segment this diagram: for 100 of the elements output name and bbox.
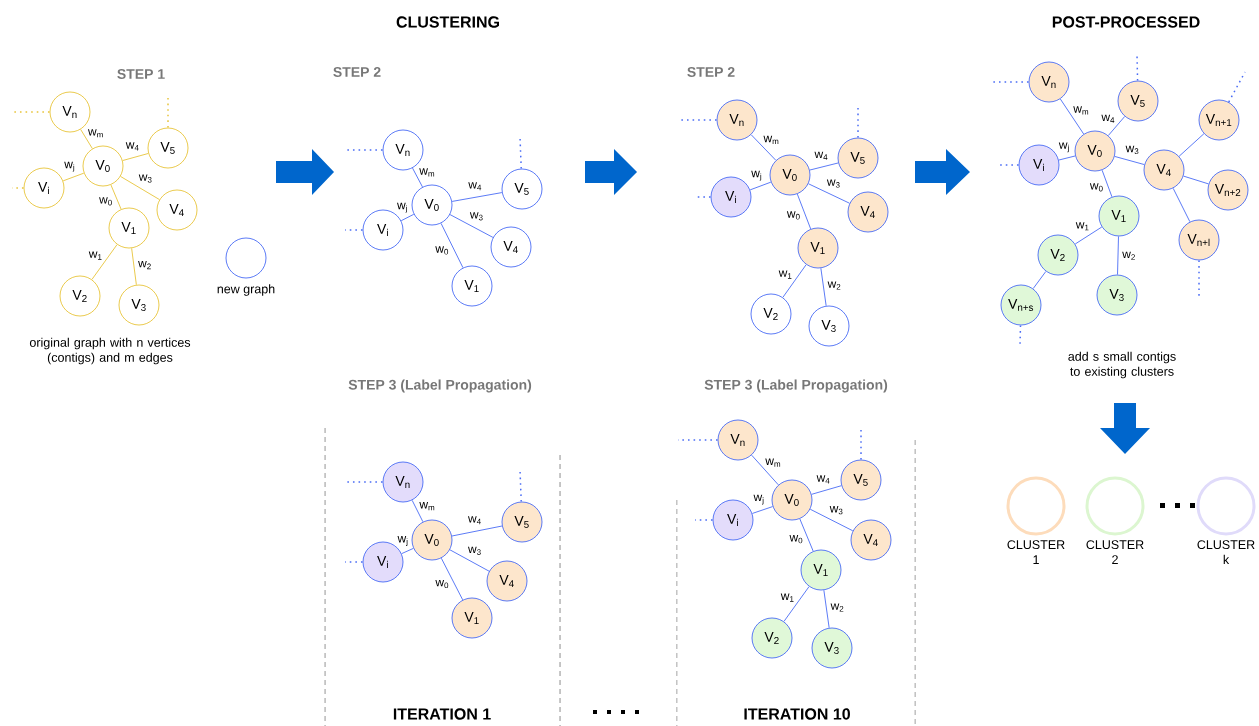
edge-label: w$_{m}$ bbox=[419, 502, 435, 511]
dotted-edge bbox=[857, 105, 859, 139]
edge-label: w$_{j}$ bbox=[64, 161, 75, 172]
graph-edge bbox=[1114, 156, 1145, 166]
caption-text: add s small contigs to existing clusters bbox=[1068, 351, 1176, 379]
graph-edge bbox=[1058, 155, 1076, 161]
graph-vertex: V$_{1}$ bbox=[451, 597, 493, 639]
graph-edge bbox=[451, 525, 503, 537]
graph-vertex: V$_{4}$ bbox=[156, 189, 198, 231]
graph-vertex: V$_{i}$ bbox=[710, 176, 752, 218]
section-heading: STEP 3 (Label Propagation) bbox=[348, 379, 532, 393]
graph-vertex: V$_{1}$ bbox=[108, 207, 150, 249]
edge-label: w$_{0}$ bbox=[99, 197, 112, 206]
edge-label: w$_{3}$ bbox=[468, 546, 481, 555]
edge-label: w$_{3}$ bbox=[829, 506, 843, 515]
edge-label: w$_{1}$ bbox=[778, 270, 792, 279]
graph-edge bbox=[799, 518, 814, 552]
graph-vertex: V$_{3}$ bbox=[808, 305, 850, 347]
graph-vertex: V$_{2}$ bbox=[750, 293, 792, 335]
graph-edge bbox=[809, 508, 854, 532]
graph-vertex: V$_{i}$ bbox=[1018, 144, 1060, 186]
graph-edge bbox=[782, 264, 807, 298]
edge-label: w$_{0}$ bbox=[786, 211, 800, 220]
graph-edge bbox=[412, 167, 423, 188]
dotted-edge bbox=[1136, 54, 1139, 82]
section-heading: CLUSTERING bbox=[396, 16, 499, 28]
graph-edge bbox=[749, 181, 772, 191]
graph-vertex: V$_{n+s}$ bbox=[1000, 284, 1042, 326]
graph-vertex: V$_{1}$ bbox=[800, 549, 842, 591]
dotted-edge bbox=[167, 96, 169, 129]
edge-label: w$_{1}$ bbox=[1075, 222, 1089, 231]
graph-vertex: V$_{i}$ bbox=[362, 209, 404, 251]
graph-edge bbox=[1059, 98, 1085, 135]
edge-label: w$_{3}$ bbox=[469, 212, 483, 221]
section-heading: STEP 2 bbox=[687, 67, 735, 77]
graph-edge bbox=[1178, 133, 1205, 157]
graph-vertex: V$_{5}$ bbox=[840, 459, 882, 501]
graph-vertex: V$_{i}$ bbox=[23, 167, 65, 209]
section-heading: STEP 2 bbox=[333, 67, 381, 77]
edge-label: w$_{4}$ bbox=[816, 475, 830, 484]
graph-edge bbox=[1074, 226, 1103, 245]
edge-label: w$_{0}$ bbox=[789, 535, 803, 544]
edge-label: w$_{0}$ bbox=[435, 246, 449, 255]
graph-edge bbox=[1107, 116, 1126, 136]
graph-edge bbox=[400, 213, 415, 222]
dotted-edge bbox=[1228, 71, 1246, 103]
caption-text: original graph with n vertices (contigs) and m edges bbox=[29, 337, 191, 365]
dotted-edge bbox=[694, 519, 714, 521]
edge-label: w$_{j}$ bbox=[1058, 142, 1069, 153]
edge-label: w$_{4}$ bbox=[125, 142, 139, 151]
graph-vertex: V$_{4}$ bbox=[490, 226, 532, 268]
graph-edge bbox=[809, 162, 839, 171]
section-heading: POST-PROCESSED bbox=[1052, 16, 1200, 28]
graph-vertex: V$_{0}$ bbox=[82, 145, 124, 187]
edge-label: w$_{1}$ bbox=[88, 251, 102, 260]
dotted-edge bbox=[519, 136, 522, 170]
node-caption: new graph bbox=[217, 284, 275, 296]
edge-label: w$_{m}$ bbox=[419, 168, 435, 177]
edge-label: w$_{m}$ bbox=[763, 135, 779, 144]
graph-edge bbox=[1032, 271, 1047, 289]
node-caption: CLUSTER 1 bbox=[1007, 540, 1065, 564]
edge-label: w$_{1}$ bbox=[780, 593, 794, 602]
node-caption: CLUSTER 2 bbox=[1086, 540, 1144, 564]
graph-edge bbox=[750, 134, 777, 161]
section-heading: STEP 3 (Label Propagation) bbox=[704, 379, 888, 393]
graph-vertex: V$_{2}$ bbox=[751, 617, 793, 659]
graph-edge bbox=[122, 153, 149, 161]
graph-edge bbox=[1117, 236, 1119, 275]
section-heading: ITERATION 1 bbox=[393, 708, 491, 720]
graph-vertex: V$_{4}$ bbox=[486, 560, 528, 602]
graph-edge bbox=[1172, 187, 1191, 223]
graph-vertex: V$_{5}$ bbox=[837, 137, 879, 179]
edge-label: w$_{3}$ bbox=[138, 174, 152, 183]
graph-vertex: V$_{2}$ bbox=[1037, 234, 1079, 276]
graph-edge bbox=[80, 129, 93, 149]
graph-vertex: V$_{5}$ bbox=[1117, 80, 1159, 122]
dotted-edge bbox=[344, 229, 364, 231]
graph-edge bbox=[783, 586, 810, 622]
graph-vertex: V$_{0}$ bbox=[411, 519, 453, 561]
graph-edge bbox=[120, 176, 160, 200]
graph-vertex: V$_{2}$ bbox=[59, 275, 101, 317]
graph-vertex: V$_{3}$ bbox=[1096, 274, 1138, 316]
graph-edge bbox=[62, 172, 85, 182]
graph-edge bbox=[110, 184, 122, 210]
dotted-edge bbox=[344, 481, 384, 483]
edge-label: w$_{m}$ bbox=[1073, 106, 1089, 115]
section-heading: STEP 1 bbox=[117, 69, 165, 79]
graph-edge bbox=[411, 499, 424, 523]
graph-vertex: V$_{5}$ bbox=[501, 168, 543, 210]
graph-edge bbox=[751, 454, 779, 486]
edge-label: w$_{2}$ bbox=[827, 281, 841, 290]
graph-vertex: V$_{3}$ bbox=[118, 284, 160, 326]
graph-edge bbox=[449, 549, 490, 572]
dotted-edge bbox=[344, 561, 364, 563]
edge-label: w$_{2}$ bbox=[830, 603, 844, 612]
graph-vertex: V$_{0}$ bbox=[769, 154, 811, 196]
graph-edge bbox=[1101, 169, 1113, 198]
edge-label: w$_{0}$ bbox=[1089, 183, 1103, 192]
graph-vertex: V$_{4}$ bbox=[847, 191, 889, 233]
graph-vertex: V$_{4}$ bbox=[850, 519, 892, 561]
